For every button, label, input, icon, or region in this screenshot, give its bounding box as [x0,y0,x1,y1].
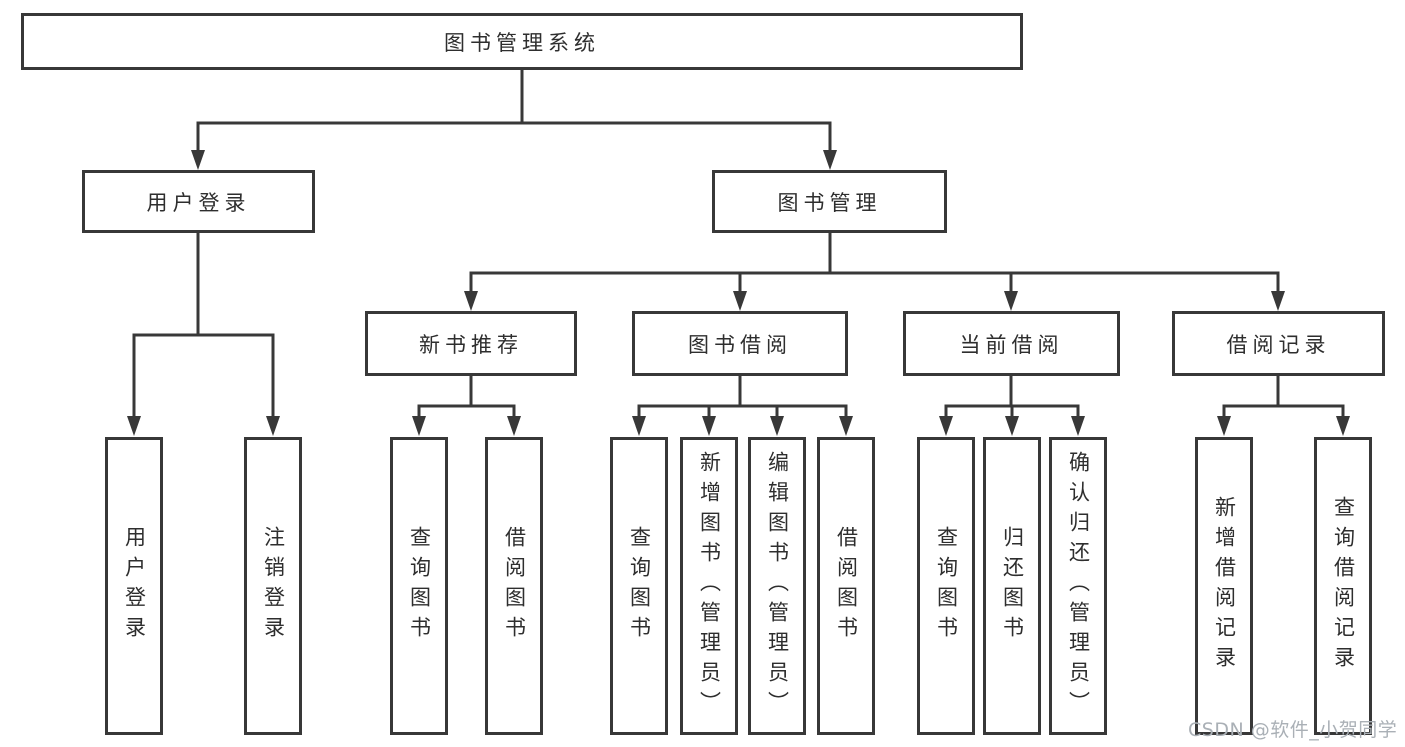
node-root-system: 图书管理系统 [21,13,1023,70]
leaf-edit-books-admin: 编辑图书（管理员） [748,437,806,735]
node-book-management: 图书管理 [712,170,947,233]
node-label: 查询图书 [407,526,432,646]
leaf-query-books-recommend: 查询图书 [390,437,448,735]
node-book-borrow: 图书借阅 [632,311,848,376]
node-label: 查询借阅记录 [1331,496,1356,676]
node-label: 借阅记录 [1226,332,1331,357]
node-current-borrow: 当前借阅 [903,311,1120,376]
watermark: CSDN @软件_小贺同学 [1188,719,1398,741]
node-label: 新书推荐 [419,332,523,357]
connector-root-to-level1 [191,70,837,170]
connector-login-to-leaves [127,233,280,436]
node-label: 用户登录 [122,526,147,646]
node-label: 用户登录 [146,190,251,215]
node-label: 当前借阅 [959,332,1064,357]
leaf-borrow-books: 借阅图书 [817,437,875,735]
connector-bookmgmt-to-level2 [464,233,1285,311]
node-label: 图书借阅 [688,332,792,357]
node-label: 查询图书 [934,526,959,646]
node-borrow-records: 借阅记录 [1172,311,1385,376]
node-label: 编辑图书（管理员） [765,451,790,721]
node-label: 新增图书（管理员） [697,451,722,721]
leaf-query-borrow-record: 查询借阅记录 [1314,437,1372,735]
node-label: 归还图书 [1000,526,1025,646]
node-user-login: 用户登录 [82,170,315,233]
leaf-return-books: 归还图书 [983,437,1041,735]
connector-newbooks-to-leaves [412,376,521,436]
leaf-add-books-admin: 新增图书（管理员） [680,437,738,735]
connector-records-to-leaves [1217,376,1350,436]
node-label: 确认归还（管理员） [1066,451,1091,721]
node-label: 图书管理系统 [444,30,600,55]
node-label: 借阅图书 [502,526,527,646]
node-label: 查询图书 [627,526,652,646]
leaf-add-borrow-record: 新增借阅记录 [1195,437,1253,735]
leaf-user-login: 用户登录 [105,437,163,735]
leaf-query-books-borrow: 查询图书 [610,437,668,735]
node-label: 图书管理 [777,190,882,215]
leaf-query-books-current: 查询图书 [917,437,975,735]
leaf-logout: 注销登录 [244,437,302,735]
node-label: 借阅图书 [834,526,859,646]
node-new-book-recommend: 新书推荐 [365,311,577,376]
leaf-confirm-return-admin: 确认归还（管理员） [1049,437,1107,735]
connector-borrow-to-leaves [632,376,853,436]
connector-current-to-leaves [939,376,1085,436]
node-label: 新增借阅记录 [1212,496,1237,676]
node-label: 注销登录 [261,526,286,646]
leaf-borrow-books-recommend: 借阅图书 [485,437,543,735]
